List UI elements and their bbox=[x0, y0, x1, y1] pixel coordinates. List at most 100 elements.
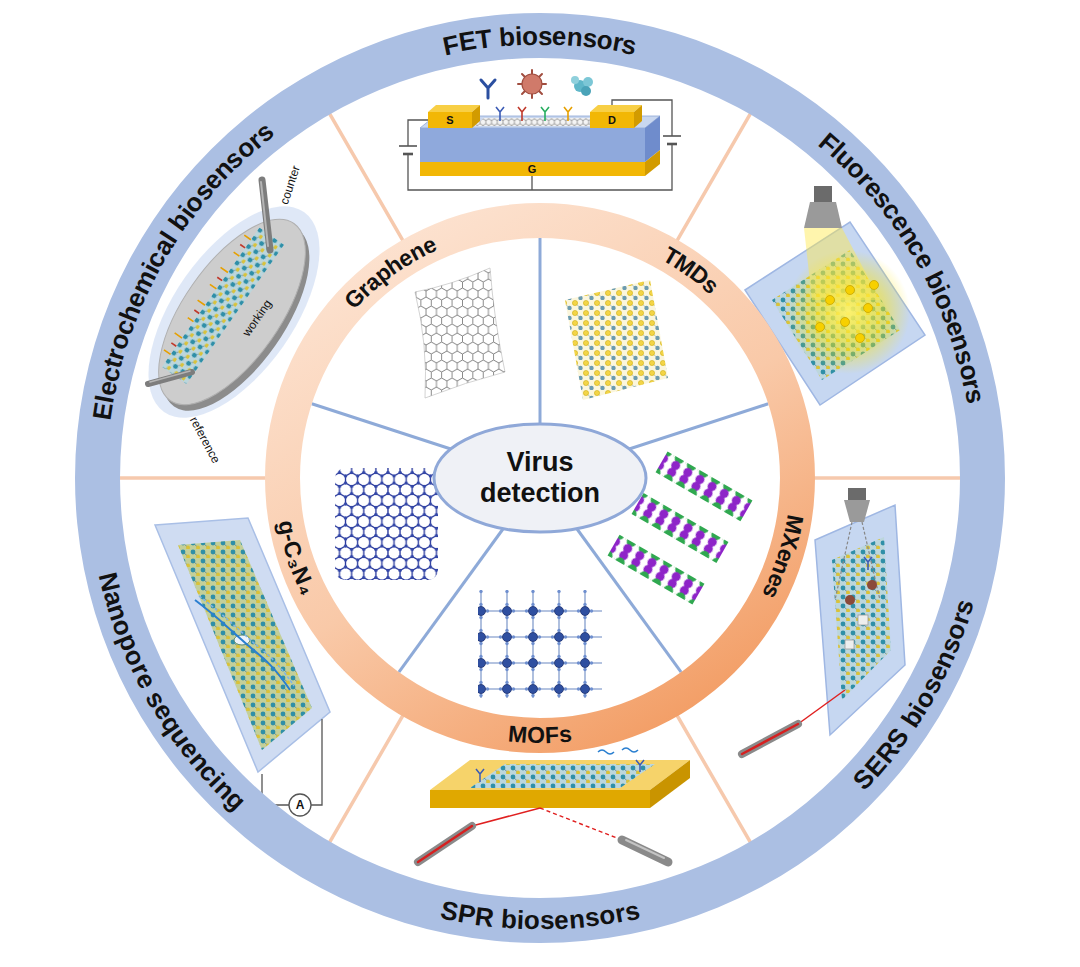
sers-setup bbox=[815, 505, 905, 735]
glyph: b bbox=[498, 23, 516, 50]
electrochemical-cell bbox=[150, 371, 190, 382]
nanopore-setup bbox=[289, 794, 311, 816]
glyph: e bbox=[554, 907, 570, 934]
spr-setup bbox=[470, 764, 655, 788]
spr-setup bbox=[626, 840, 664, 858]
fet-device bbox=[667, 143, 677, 146]
fluorescence-setup bbox=[864, 304, 873, 313]
fet-device bbox=[590, 112, 634, 128]
glyph: s bbox=[961, 387, 989, 406]
electrode-label: reference bbox=[188, 415, 222, 465]
material-ring-fill bbox=[265, 203, 815, 753]
glyph: F bbox=[545, 723, 560, 747]
virus-particle bbox=[518, 70, 546, 98]
glyph: o bbox=[522, 22, 538, 48]
fluorescence-setup bbox=[841, 318, 850, 327]
spr-setup bbox=[418, 748, 690, 862]
tmd-lattice bbox=[565, 280, 668, 400]
glyph: R bbox=[474, 903, 496, 931]
sers-setup bbox=[742, 724, 798, 754]
spr-setup bbox=[540, 808, 622, 840]
fluorescence-setup bbox=[816, 281, 879, 343]
material-divider bbox=[539, 238, 542, 423]
electrode-label: counter bbox=[278, 164, 302, 206]
material-label: MOFs bbox=[505, 722, 578, 748]
nanopore-setup bbox=[262, 719, 322, 805]
spr-setup bbox=[598, 748, 638, 754]
electrochemical-cell bbox=[261, 182, 268, 246]
protein-molecule bbox=[571, 76, 579, 84]
sers-setup bbox=[858, 615, 868, 625]
sers-setup bbox=[835, 522, 880, 600]
fluorescence-setup bbox=[814, 186, 832, 202]
nanopore-setup bbox=[155, 518, 330, 772]
material-label: MXenes bbox=[758, 512, 805, 604]
glyph: s bbox=[540, 907, 555, 933]
method-label: Nanopore sequencing bbox=[96, 568, 251, 814]
fet-device bbox=[496, 107, 504, 121]
material-label: g-C₃N₄ bbox=[275, 515, 320, 601]
fet-device bbox=[564, 107, 572, 121]
glyph: s bbox=[538, 22, 553, 48]
fet-device bbox=[472, 105, 480, 128]
protein-molecule bbox=[571, 76, 593, 96]
spr-setup bbox=[470, 764, 655, 788]
mof-grid bbox=[478, 590, 602, 698]
glyph: e bbox=[552, 23, 568, 50]
fet-device bbox=[634, 105, 642, 128]
virus-particle bbox=[518, 70, 546, 98]
electrode-label: S bbox=[446, 115, 453, 126]
tmd-lattice bbox=[565, 280, 668, 400]
fet-device bbox=[403, 153, 413, 156]
graphene-sheet bbox=[415, 268, 505, 398]
sers-setup bbox=[742, 724, 798, 754]
glyph: s bbox=[620, 30, 639, 58]
material-label: TMDs bbox=[659, 244, 724, 298]
sers-setup bbox=[845, 640, 854, 649]
method-label: Electrochemical biosensors bbox=[89, 118, 279, 425]
material-label: Graphene bbox=[342, 233, 441, 311]
center-ellipse-outline bbox=[434, 424, 646, 532]
sers-setup bbox=[832, 537, 891, 700]
glyph: M bbox=[507, 722, 528, 747]
nanopore-setup bbox=[195, 600, 290, 690]
ammeter-label: A bbox=[296, 799, 305, 811]
fet-device bbox=[474, 118, 602, 126]
fet-device bbox=[541, 107, 549, 121]
spr-setup bbox=[622, 840, 668, 862]
fet-device bbox=[399, 70, 681, 190]
method-label: SPR biosensors bbox=[436, 897, 646, 935]
electrochemical-cell bbox=[171, 244, 245, 346]
glyph: i bbox=[516, 907, 524, 933]
spr-setup bbox=[430, 760, 690, 790]
spr-setup bbox=[476, 760, 644, 782]
glyph: O bbox=[527, 724, 545, 747]
mof-grid bbox=[478, 590, 602, 698]
method-label: FET biosensors bbox=[437, 22, 644, 59]
spr-setup bbox=[472, 808, 540, 826]
virus-particle bbox=[522, 74, 542, 94]
glyph: s bbox=[558, 722, 573, 746]
method-label: SERS biosensors bbox=[850, 593, 977, 794]
sers-setup bbox=[845, 595, 855, 605]
glyph: T bbox=[474, 25, 493, 53]
fet-device bbox=[428, 105, 480, 112]
spr-setup bbox=[418, 826, 472, 862]
fet-device bbox=[590, 105, 642, 112]
fet-device bbox=[428, 112, 472, 128]
material-ring: Virus detectionGrapheneTMDsMXenesMOFsg-C… bbox=[265, 203, 815, 753]
method-band-fill bbox=[75, 13, 1005, 943]
fluorescence-setup bbox=[870, 281, 879, 290]
graphene-sheet bbox=[415, 268, 505, 398]
sers-setup bbox=[844, 500, 870, 522]
fluorescence-setup bbox=[846, 286, 855, 295]
fet-device bbox=[408, 100, 672, 190]
carbon-nitride-network bbox=[335, 468, 438, 580]
fet-device bbox=[420, 128, 645, 162]
fluorescence-setup bbox=[804, 228, 880, 300]
gate-label: G bbox=[528, 164, 537, 175]
method-label: Fluorescence biosensors bbox=[815, 129, 989, 411]
fluorescence-setup bbox=[826, 296, 835, 305]
sers-setup bbox=[848, 488, 866, 500]
spr-setup bbox=[430, 790, 650, 808]
